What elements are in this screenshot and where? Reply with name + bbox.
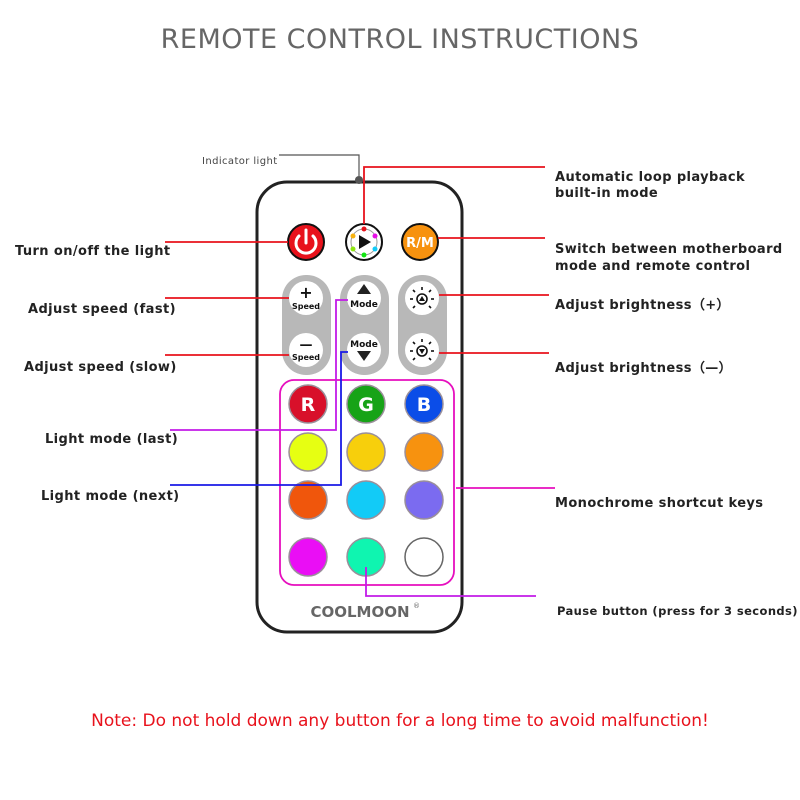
mode-up-button[interactable]: Mode bbox=[347, 281, 381, 315]
pause-label: Pause button (press for 3 seconds) bbox=[557, 604, 798, 618]
speed-slow-label: Adjust speed (slow) bbox=[24, 360, 177, 375]
auto-loop-leader-line bbox=[363, 166, 545, 224]
mode-last-label: Light mode (last) bbox=[45, 432, 179, 447]
power-label: Turn on/off the light bbox=[15, 244, 171, 259]
page-title: REMOTE CONTROL INSTRUCTIONS bbox=[160, 24, 640, 55]
indicator-light bbox=[355, 176, 363, 184]
color-key-label: G bbox=[358, 394, 374, 416]
speed-label: Speed bbox=[292, 353, 320, 362]
switch-label-line2: mode and remote control bbox=[555, 259, 751, 274]
sun-down-icon bbox=[410, 339, 434, 361]
plus-icon: + bbox=[299, 283, 312, 302]
speed-minus-button[interactable]: — Speed bbox=[289, 333, 323, 367]
mode-next-leader-line bbox=[170, 351, 348, 486]
indicator-leader-line bbox=[279, 154, 360, 176]
brand-logo: COOLMOON bbox=[310, 603, 409, 621]
rm-button[interactable]: R/M bbox=[401, 223, 439, 261]
color-key-violet[interactable] bbox=[404, 480, 444, 520]
color-key-label: B bbox=[417, 394, 431, 416]
color-key-magenta[interactable] bbox=[288, 537, 328, 577]
auto-loop-label-line2: built-in mode bbox=[555, 186, 659, 201]
pause-leader-line bbox=[365, 567, 536, 597]
color-key-orange[interactable] bbox=[404, 432, 444, 472]
color-key-white[interactable] bbox=[404, 537, 444, 577]
color-key-yellow-green[interactable] bbox=[288, 432, 328, 472]
color-key-blue[interactable]: B bbox=[404, 384, 444, 424]
minus-icon: — bbox=[300, 338, 313, 353]
speed-label: Speed bbox=[292, 302, 320, 311]
mode-down-button[interactable]: Mode bbox=[347, 333, 381, 367]
rm-label: R/M bbox=[406, 236, 434, 251]
color-key-yellow[interactable] bbox=[346, 432, 386, 472]
color-key-green[interactable]: G bbox=[346, 384, 386, 424]
mono-label: Monochrome shortcut keys bbox=[555, 496, 764, 511]
triangle-up-icon bbox=[357, 284, 371, 294]
play-icon bbox=[359, 235, 371, 249]
bright-up-label: Adjust brightness（+） bbox=[555, 298, 730, 313]
monochrome-keys-outline bbox=[279, 379, 455, 586]
mode-next-label: Light mode (next) bbox=[41, 489, 180, 504]
color-key-label: R bbox=[301, 394, 316, 416]
warning-note: Note: Do not hold down any button for a … bbox=[91, 711, 709, 731]
brightness-up-button[interactable] bbox=[405, 281, 439, 315]
mode-last-leader-line bbox=[170, 299, 348, 431]
color-key-sky-blue[interactable] bbox=[346, 480, 386, 520]
triangle-down-icon bbox=[357, 351, 371, 361]
speed-plus-button[interactable]: + Speed bbox=[289, 281, 323, 315]
power-button[interactable] bbox=[287, 223, 325, 261]
brightness-down-button[interactable] bbox=[405, 333, 439, 367]
switch-label-line1: Switch between motherboard bbox=[555, 242, 783, 257]
power-icon bbox=[294, 234, 318, 255]
registered-mark: ® bbox=[413, 602, 420, 610]
auto-loop-label-line1: Automatic loop playback bbox=[555, 170, 746, 185]
sun-up-icon bbox=[410, 287, 434, 309]
speed-fast-label: Adjust speed (fast) bbox=[28, 302, 176, 317]
indicator-light-label: Indicator light bbox=[202, 156, 278, 167]
bright-down-label: Adjust brightness（—） bbox=[555, 361, 733, 376]
color-key-red-orange[interactable] bbox=[288, 480, 328, 520]
color-key-red[interactable]: R bbox=[288, 384, 328, 424]
mode-label: Mode bbox=[350, 340, 378, 350]
auto-loop-button[interactable] bbox=[345, 223, 383, 261]
mode-label: Mode bbox=[350, 300, 378, 310]
